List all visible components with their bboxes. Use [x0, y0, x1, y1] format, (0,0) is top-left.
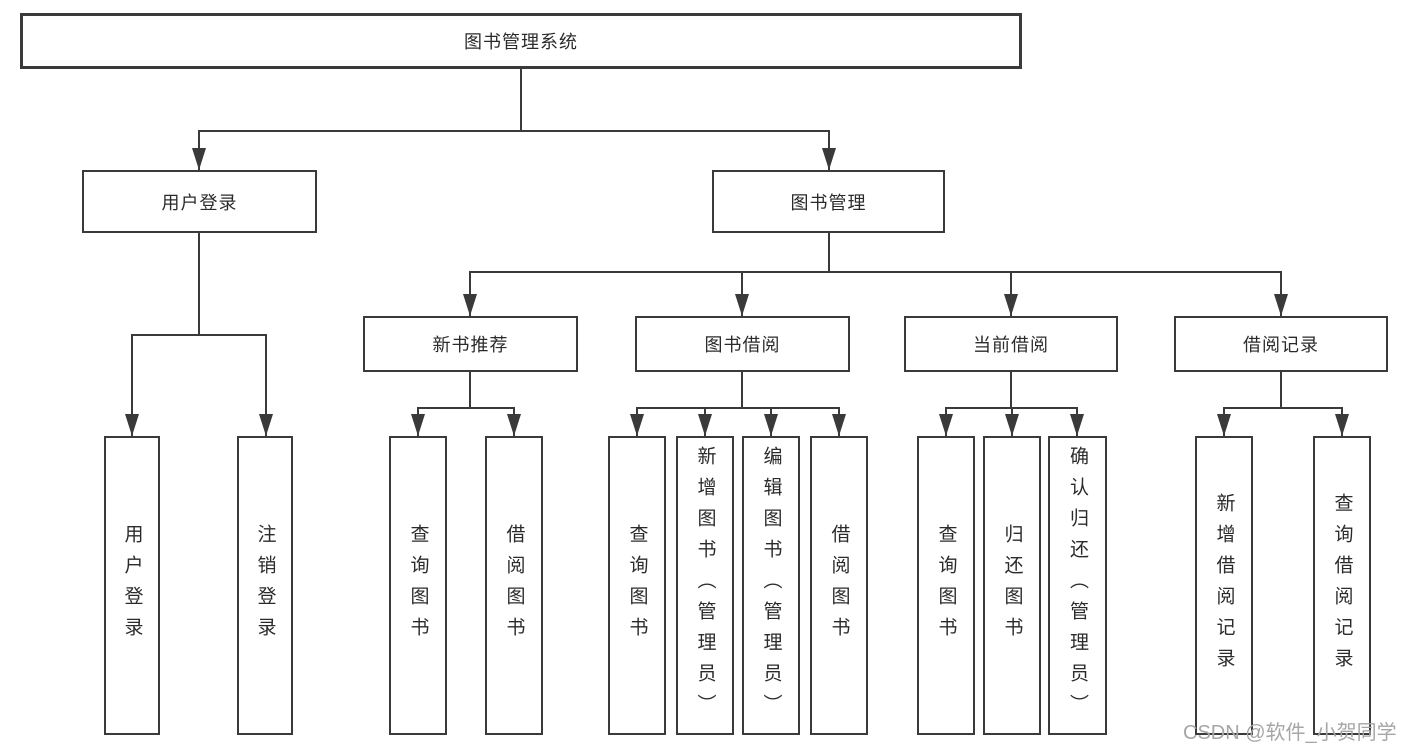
arrowhead-icon [735, 294, 749, 316]
node-book-borrowing: 图书借阅 [635, 316, 850, 372]
connector-line [265, 335, 267, 436]
connector-line [417, 407, 515, 409]
node-library-system-label: 图书管理系统 [464, 32, 578, 52]
arrowhead-icon [1274, 294, 1288, 316]
node-user-login: 用户登录 [82, 170, 317, 233]
leaf-edit-book-admin: 编辑图书（管理员） [742, 436, 800, 735]
connector-line [828, 233, 830, 272]
arrowhead-icon [463, 294, 477, 316]
leaf-borrow-books-recommend: 借阅图书 [485, 436, 543, 735]
leaf-query-books-borrow: 查询图书 [608, 436, 666, 735]
leaf-edit-book-admin-label: 编辑图书（管理员） [760, 446, 782, 725]
connector-line [1010, 372, 1012, 408]
arrowhead-icon [259, 414, 273, 436]
leaf-query-books-current-label: 查询图书 [935, 523, 957, 648]
leaf-borrow-books-borrow: 借阅图书 [810, 436, 868, 735]
connector-line [1223, 407, 1343, 409]
node-book-borrowing-label: 图书借阅 [704, 335, 781, 355]
arrowhead-icon [192, 148, 206, 170]
arrowhead-icon [1335, 414, 1349, 436]
leaf-query-borrow-record: 查询借阅记录 [1313, 436, 1371, 735]
leaf-logout: 注销登录 [237, 436, 293, 735]
csdn-watermark: CSDN @软件_小贺同学 [1183, 722, 1397, 744]
node-new-book-recommend-label: 新书推荐 [432, 335, 509, 355]
node-borrowing-records-label: 借阅记录 [1243, 335, 1319, 355]
connector-line [198, 130, 830, 132]
connector-line [520, 69, 522, 131]
leaf-confirm-return-admin: 确认归还（管理员） [1048, 436, 1107, 735]
arrowhead-icon [1005, 414, 1019, 436]
node-library-system: 图书管理系统 [20, 13, 1022, 69]
connector-line [469, 271, 1282, 273]
connector-line [636, 407, 840, 409]
leaf-user-login: 用户登录 [104, 436, 160, 735]
node-user-login-label: 用户登录 [161, 192, 238, 213]
arrowhead-icon [1004, 294, 1018, 316]
arrowhead-icon [698, 414, 712, 436]
leaf-return-book: 归还图书 [983, 436, 1041, 735]
leaf-confirm-return-admin-label: 确认归还（管理员） [1067, 446, 1088, 725]
connector-line [469, 372, 471, 408]
node-current-borrowing-label: 当前借阅 [973, 335, 1049, 355]
arrowhead-icon [1070, 414, 1084, 436]
connector-line [131, 334, 267, 336]
leaf-borrow-books-borrow-label: 借阅图书 [828, 523, 850, 648]
connector-line [131, 335, 133, 436]
connector-line [198, 233, 200, 335]
arrowhead-icon [764, 414, 778, 436]
node-new-book-recommend: 新书推荐 [363, 316, 578, 372]
arrowhead-icon [630, 414, 644, 436]
leaf-add-book-admin: 新增图书（管理员） [676, 436, 734, 735]
leaf-query-books-current: 查询图书 [917, 436, 975, 735]
arrowhead-icon [125, 414, 139, 436]
leaf-logout-label: 注销登录 [254, 523, 276, 648]
arrowhead-icon [822, 148, 836, 170]
leaf-return-book-label: 归还图书 [1001, 523, 1023, 648]
leaf-query-books-borrow-label: 查询图书 [626, 523, 648, 648]
arrowhead-icon [832, 414, 846, 436]
arrowhead-icon [939, 414, 953, 436]
leaf-query-borrow-record-label: 查询借阅记录 [1331, 492, 1353, 679]
arrowhead-icon [1217, 414, 1231, 436]
node-book-management: 图书管理 [712, 170, 945, 233]
connector-line [1280, 372, 1282, 408]
node-current-borrowing: 当前借阅 [904, 316, 1118, 372]
leaf-add-book-admin-label: 新增图书（管理员） [694, 446, 716, 725]
node-book-management-label: 图书管理 [790, 192, 867, 213]
leaf-query-books-recommend: 查询图书 [389, 436, 447, 735]
arrowhead-icon [411, 414, 425, 436]
leaf-add-borrow-record: 新增借阅记录 [1195, 436, 1253, 735]
connector-line [741, 372, 743, 408]
leaf-borrow-books-recommend-label: 借阅图书 [503, 523, 525, 648]
node-borrowing-records: 借阅记录 [1174, 316, 1388, 372]
leaf-query-books-recommend-label: 查询图书 [407, 523, 429, 648]
leaf-add-borrow-record-label: 新增借阅记录 [1213, 492, 1235, 679]
leaf-user-login-label: 用户登录 [121, 523, 143, 648]
arrowhead-icon [507, 414, 521, 436]
